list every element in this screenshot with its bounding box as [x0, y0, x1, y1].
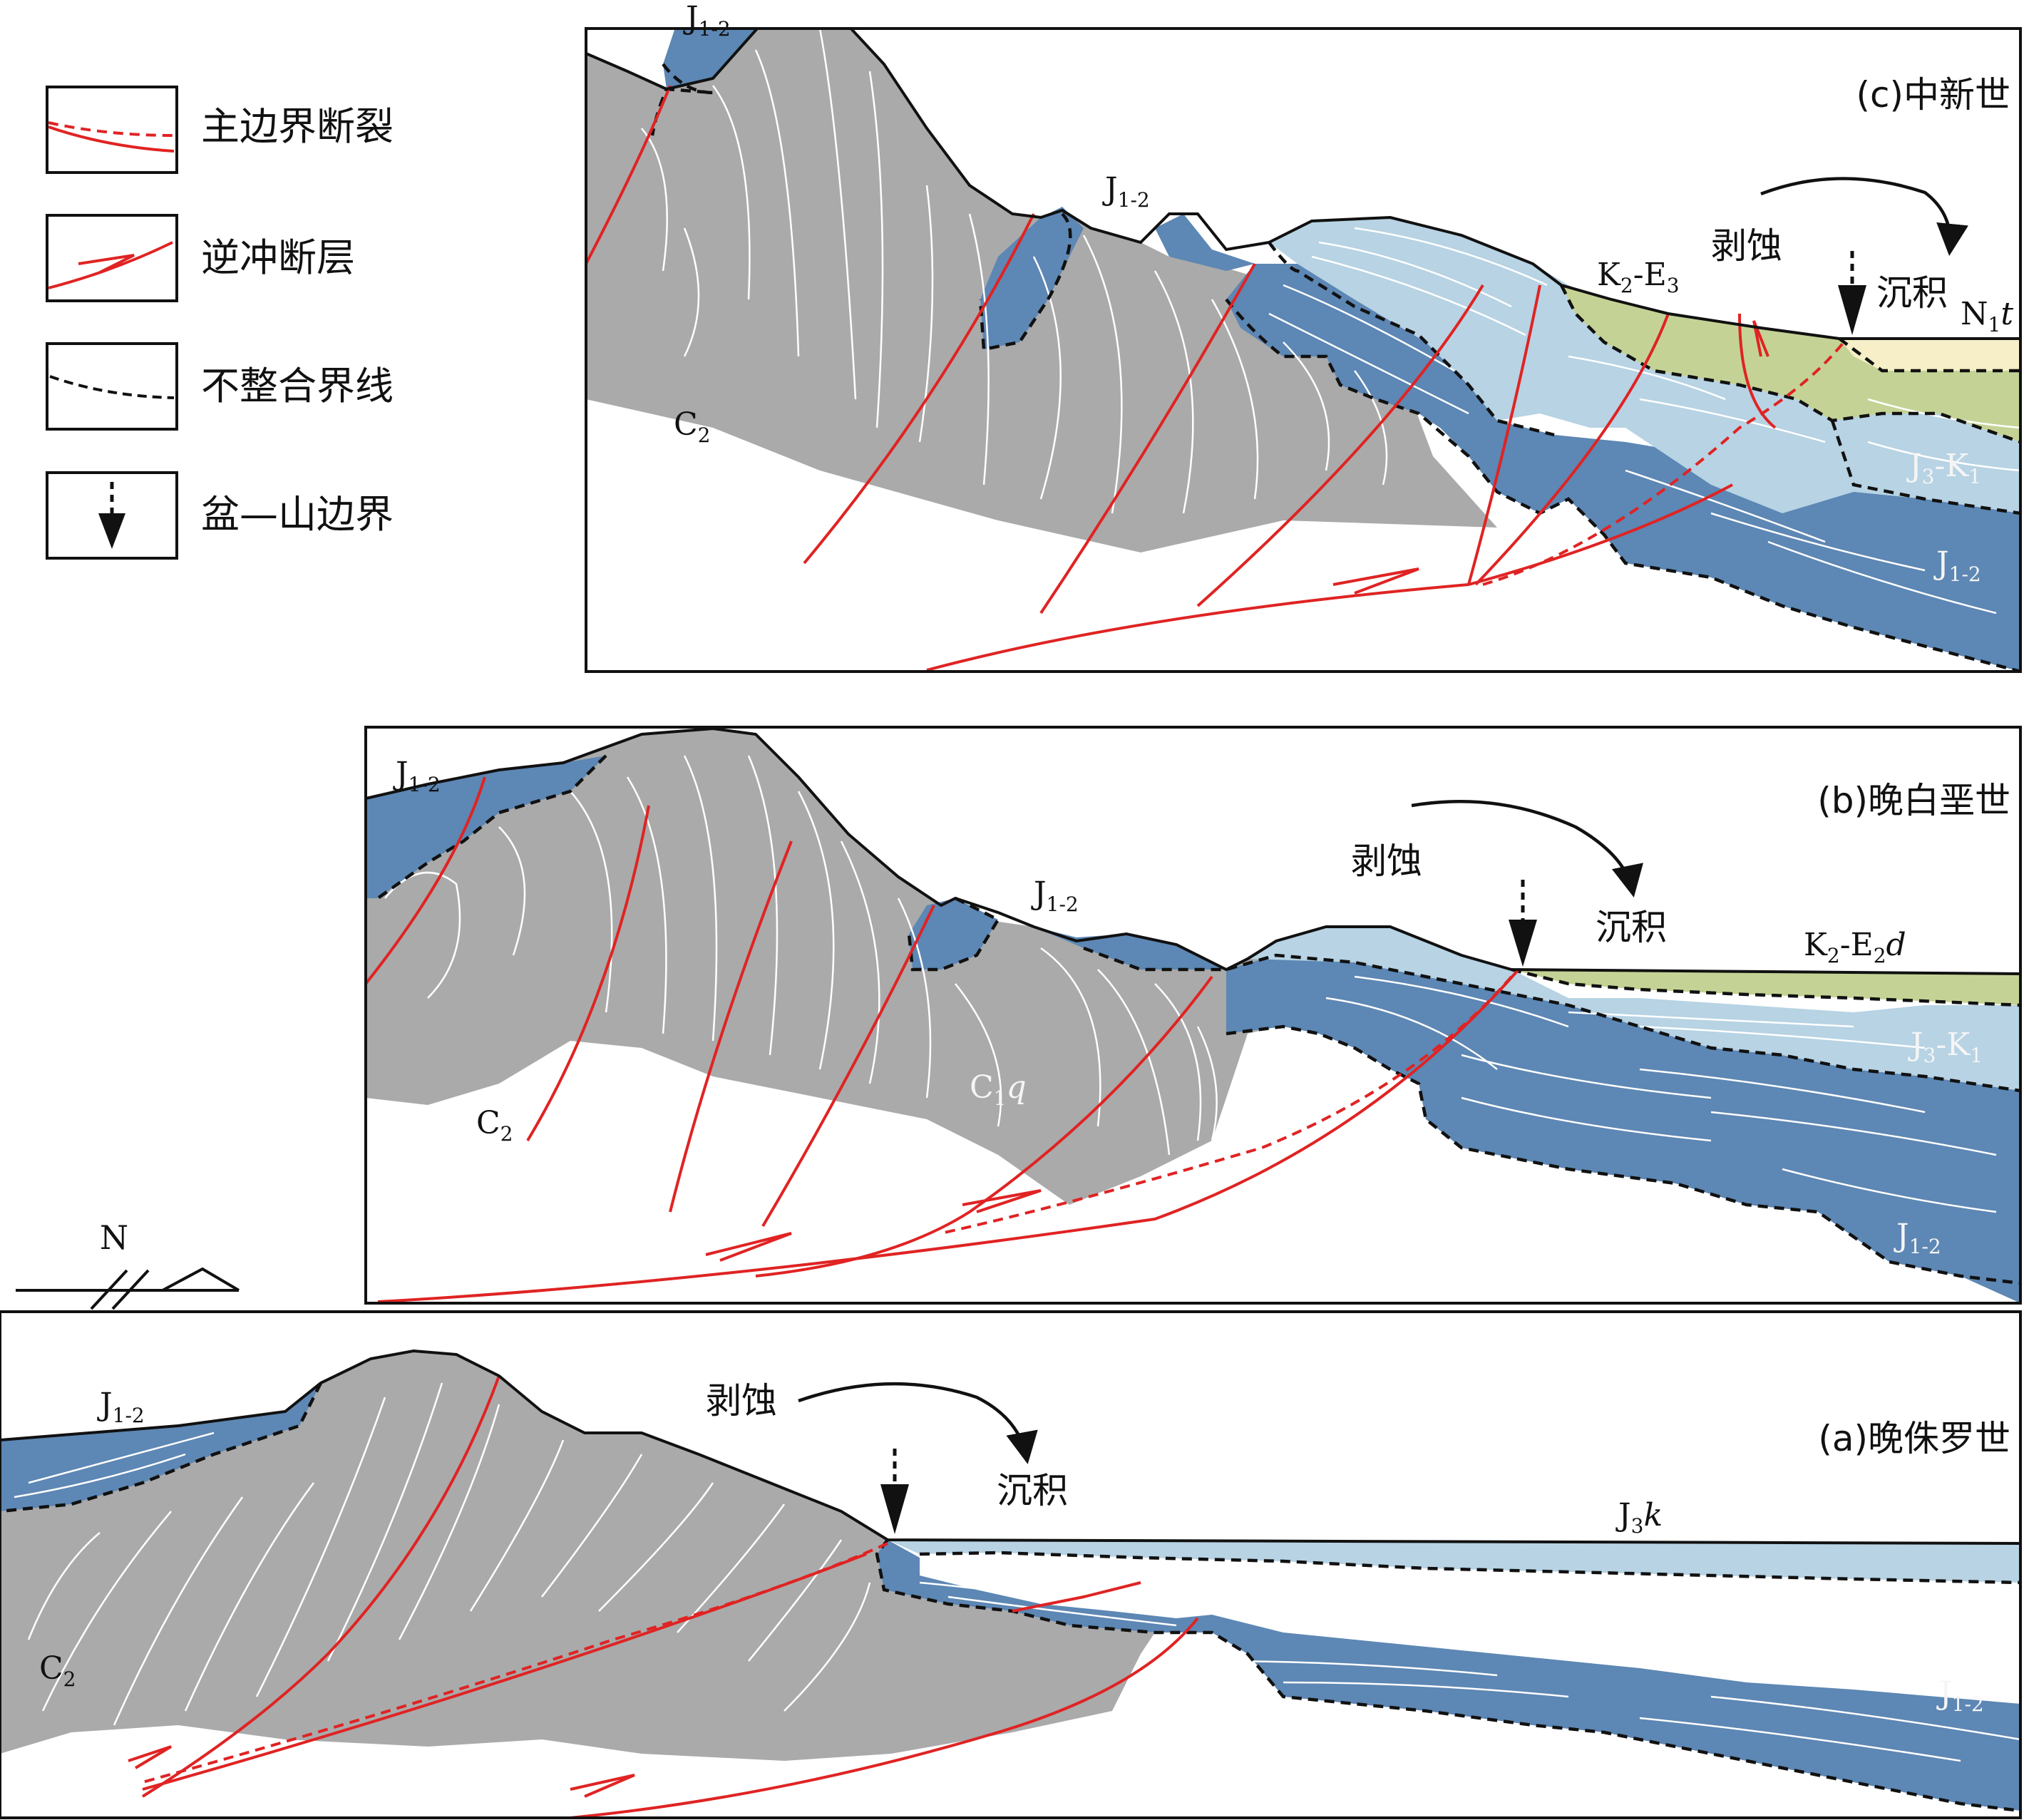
legend-item-thrust-fault: 逆冲断层 — [46, 214, 355, 302]
legend-label-unconformity: 不整合界线 — [201, 364, 394, 408]
panel-c-unit-j3k1: J3-K1 — [1906, 448, 1981, 488]
panel-a-unit-c2: C2 — [39, 1650, 76, 1691]
panel-a-unit-j12-right: J1-2 — [1936, 1675, 1984, 1716]
legend-item-main-boundary-fault: 主边界断裂 — [46, 86, 394, 174]
panel-c-unit-k2e3: K2-E3 — [1597, 257, 1680, 297]
panel-c-unit-n1t: N1t — [1961, 296, 2013, 336]
north-label: N — [100, 1218, 128, 1257]
panel-c-unconformities — [650, 63, 2020, 672]
panel-a-unit-j12-left: J1-2 — [97, 1387, 145, 1427]
panel-b-unconformities — [376, 754, 2020, 1285]
panel-a-title: (a)晚侏罗世 — [1818, 1418, 2010, 1459]
panel-b-unit-c2: C2 — [476, 1105, 513, 1146]
panel-a-late-jurassic: (a)晚侏罗世 剥蚀 沉积 J1-2 C2 J3k J1-2 — [0, 1310, 2022, 1819]
panel-c-unit-j12-mid: J1-2 — [1102, 171, 1150, 212]
legend-item-unconformity: 不整合界线 — [46, 342, 394, 431]
legend-label-basin-boundary: 盆—山边界 — [201, 492, 394, 537]
panel-a-erosion-label: 剥蚀 — [706, 1380, 777, 1421]
unconformity-line-icon — [46, 342, 178, 431]
legend-item-basin-boundary: 盆—山边界 — [46, 471, 394, 560]
panel-b-faults — [366, 776, 1520, 1303]
panel-a-unit-j3k: J3k — [1615, 1497, 1663, 1538]
panel-b-unit-k2e2d: K2-E2d — [1804, 927, 1906, 967]
panel-c-frame — [585, 27, 2022, 673]
panel-c-unit-c2: C2 — [674, 406, 711, 447]
panel-c-deposition-label: 沉积 — [1876, 272, 1948, 314]
north-arrow: N — [16, 1218, 240, 1310]
panel-c-boundary-marker — [1838, 251, 1866, 335]
panel-b-unit-j12-right: J1-2 — [1894, 1218, 1941, 1258]
panel-a-erosion-arrow — [798, 1382, 1038, 1464]
panel-c-erosion-arrow — [1760, 177, 1968, 256]
panel-a-strata-lines — [14, 1382, 2020, 1762]
panel-c-unit-j12-top: J1-2 — [683, 0, 731, 41]
panel-b-erosion-label: 剥蚀 — [1351, 840, 1422, 882]
panel-b-boundary-marker — [1509, 880, 1537, 967]
panel-b-unit-j3k1: J3-K1 — [1908, 1027, 1983, 1067]
main-boundary-fault-icon — [46, 86, 178, 174]
panel-a-boundary-marker — [880, 1449, 909, 1534]
panel-c-erosion-label: 剥蚀 — [1711, 225, 1782, 267]
legend-label-main-boundary-fault: 主边界断裂 — [201, 104, 394, 149]
legend-label-thrust-fault: 逆冲断层 — [201, 235, 355, 280]
panel-c-strata-lines — [641, 29, 2020, 615]
panel-b-erosion-arrow — [1411, 800, 1643, 898]
panel-b-title: (b)晚白垩世 — [1817, 780, 2010, 821]
panel-a-faults — [128, 1375, 1199, 1818]
panel-b-unit-j12-left: J1-2 — [393, 756, 441, 796]
panel-a-frame — [0, 1310, 2022, 1819]
panel-c-unit-j12-right: J1-2 — [1933, 545, 1981, 586]
panel-b-frame — [364, 726, 2022, 1305]
panel-c-faults — [586, 85, 1777, 672]
panel-c-miocene: (c)中新世 剥蚀 沉积 J1-2 J1-2 C2 K2-E3 N1t J3-K… — [585, 0, 2022, 673]
panel-b-late-cretaceous: (b)晚白垩世 剥蚀 沉积 J1-2 J1-2 C1q C2 K2-E2d J3… — [364, 726, 2022, 1305]
panel-a-unconformities — [0, 1382, 2020, 1813]
panel-c-title: (c)中新世 — [1856, 74, 2010, 115]
panel-a-deposition-label: 沉积 — [997, 1470, 1068, 1511]
legend: 主边界断裂 逆冲断层 不整合界线 盆—山边界 — [46, 86, 394, 560]
panel-b-deposition-label: 沉积 — [1596, 907, 1667, 948]
panel-b-unit-j12-mid: J1-2 — [1031, 875, 1079, 916]
panel-b-unit-c1q: C1q — [970, 1069, 1027, 1110]
